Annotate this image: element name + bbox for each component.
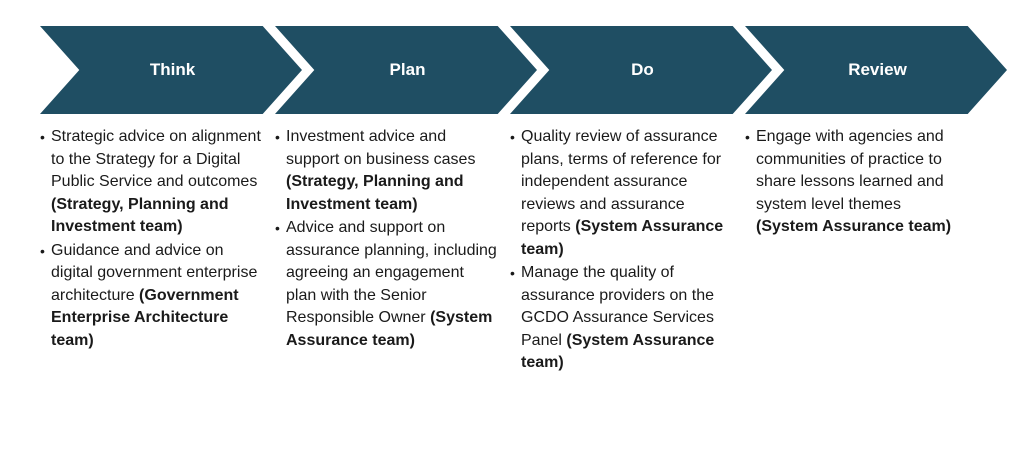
bullet-text: Engage with agencies and communities of … (756, 128, 944, 213)
list-item: Investment advice and support on busines… (275, 126, 497, 216)
team-label: (System Assurance team) (286, 309, 493, 349)
team-label: (System Assurance team) (521, 331, 715, 372)
team-label: (Government Enterprise Architecture team… (51, 286, 239, 349)
stage-review-chevron: Review (745, 26, 1007, 114)
team-label: (Strategy, Planning and Investment team) (286, 173, 464, 213)
list-item: Strategic advice on alignment to the Str… (40, 126, 262, 239)
bullet-text: Manage the quality of assurance provider… (521, 264, 714, 349)
stage-plan-label: Plan (389, 60, 426, 79)
bullet-text: Guidance and advice on digital governmen… (51, 241, 258, 304)
stage-review-label: Review (848, 60, 907, 79)
stage-review-details: Engage with agencies and communities of … (745, 126, 967, 240)
stage-do-chevron: Do (510, 26, 772, 114)
stage-plan-details: Investment advice and support on busines… (275, 126, 497, 353)
stage-do-details: Quality review of assurance plans, terms… (510, 126, 732, 376)
list-item: Guidance and advice on digital governmen… (40, 240, 262, 353)
list-item: Manage the quality of assurance provider… (510, 262, 732, 375)
bullet-text: Investment advice and support on busines… (286, 128, 476, 168)
team-label: (Strategy, Planning and Investment team) (51, 195, 229, 236)
list-item: Advice and support on assurance planning… (275, 217, 497, 352)
bullet-text: Quality review of assurance plans, terms… (521, 128, 722, 235)
bullet-text: Strategic advice on alignment to the Str… (51, 128, 261, 190)
list-item: Quality review of assurance plans, terms… (510, 126, 732, 261)
bullet-list: Strategic advice on alignment to the Str… (40, 126, 262, 352)
team-label: (System Assurance team) (521, 218, 724, 258)
stage-think-details: Strategic advice on alignment to the Str… (40, 126, 262, 353)
bullet-list: Quality review of assurance plans, terms… (510, 126, 732, 375)
stage-do-label: Do (631, 60, 654, 79)
bullet-list: Engage with agencies and communities of … (745, 126, 967, 239)
bullet-list: Investment advice and support on busines… (275, 126, 497, 352)
list-item: Engage with agencies and communities of … (745, 126, 967, 239)
team-label: (System Assurance team) (756, 218, 952, 235)
bullet-text: Advice and support on assurance planning… (286, 219, 497, 326)
stage-think-label: Think (149, 60, 196, 79)
stage-plan-chevron: Plan (275, 26, 537, 114)
stage-think-chevron: Think (40, 26, 302, 114)
